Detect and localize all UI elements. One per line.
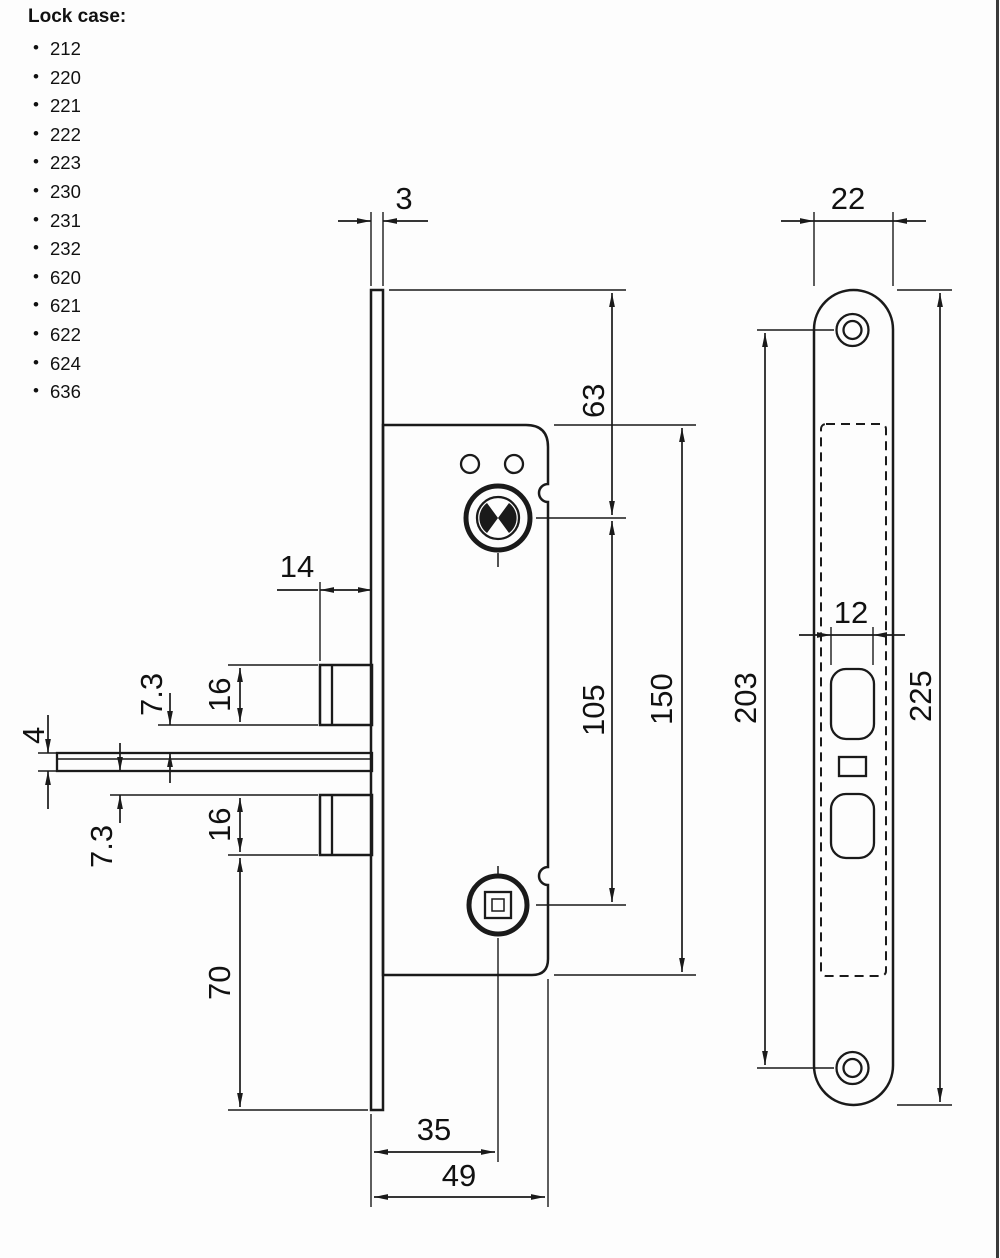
lock-case-item: 636 — [28, 377, 126, 407]
lock-case-item: 222 — [28, 120, 126, 150]
auxiliary-bar-body — [55, 751, 374, 773]
dim-text-plate-width: 22 — [831, 181, 865, 216]
dim-text-gap-lower: 7.3 — [84, 825, 119, 868]
small-hole-right — [503, 453, 525, 475]
lock-case-list-title: Lock case: — [28, 6, 127, 27]
screw-hole-bottom — [835, 1050, 870, 1086]
dim-text-latch-height-upper: 16 — [202, 678, 237, 712]
dim-latch-height-upper: 16 — [158, 664, 318, 726]
front-view: 22 12 203 2 — [728, 181, 952, 1107]
cylinder-hole — [463, 483, 533, 567]
cylinder-cam-profile — [479, 503, 517, 533]
dim-text-top-to-cylinder: 63 — [576, 384, 611, 418]
latch-lower-body — [318, 793, 374, 857]
dim-screw-hole-centers: 203 — [728, 329, 834, 1069]
dim-text-latch-height-lower: 16 — [202, 808, 237, 842]
screw-hole-top-outer — [835, 312, 870, 348]
dim-faceplate-thickness: 3 — [338, 181, 428, 286]
lock-case-item: 212 — [28, 34, 126, 64]
side-view: 3 63 105 150 — [16, 181, 696, 1207]
dim-text-screw-hole-centers: 203 — [728, 672, 763, 724]
dim-latch-throw: 14 — [277, 549, 372, 661]
deadbolt-cutout — [829, 792, 876, 860]
dim-case-depth: 49 — [374, 979, 549, 1207]
lock-case-item: 622 — [28, 320, 126, 350]
dim-text-case-depth: 49 — [442, 1158, 476, 1193]
screw-hole-top — [835, 312, 870, 348]
dim-text-case-height: 150 — [644, 673, 679, 725]
lock-case-item: 221 — [28, 91, 126, 121]
lock-case-item: 223 — [28, 148, 126, 178]
lock-case-list: Lock case: 212 220 221 222 223 230 231 2… — [28, 6, 126, 407]
lock-case-item: 230 — [28, 177, 126, 207]
faceplate-front — [812, 288, 895, 1107]
dim-top-to-cylinder: 63 — [389, 289, 626, 519]
dim-plate-height: 225 — [897, 289, 952, 1106]
lock-case-item: 220 — [28, 63, 126, 93]
latch-bolt-upper — [318, 663, 374, 727]
screw-hole-bottom-outer — [835, 1050, 870, 1086]
dim-text-latch-throw: 14 — [280, 549, 314, 584]
dim-text-gap-upper: 7.3 — [134, 673, 169, 716]
small-hole-left — [459, 453, 481, 475]
dim-text-plate-height: 225 — [903, 670, 938, 722]
dim-text-cylinder-to-spindle: 105 — [576, 684, 611, 736]
dim-gap-upper: 7.3 — [134, 673, 173, 783]
lock-case-item: 620 — [28, 263, 126, 293]
dim-backset: 35 — [370, 938, 499, 1207]
spindle-hole — [466, 866, 530, 937]
lock-case-items: 212 220 221 222 223 230 231 232 620 621 … — [28, 34, 126, 407]
dim-text-spindle-to-plate-bottom: 70 — [202, 966, 237, 1000]
cylinder-inner-ring — [475, 495, 521, 541]
dim-text-faceplate-thickness: 3 — [395, 181, 412, 216]
lock-case-item: 231 — [28, 206, 126, 236]
screw-hole-bottom-inner — [842, 1057, 863, 1079]
auxiliary-bar — [55, 751, 374, 773]
dim-text-backset: 35 — [417, 1112, 451, 1147]
dim-bar-thickness: 4 — [16, 715, 57, 809]
latch-bolt-lower — [318, 793, 374, 857]
dim-text-cutout-width: 12 — [834, 595, 868, 630]
dim-spindle-to-plate-bottom: 70 — [202, 858, 368, 1111]
dim-text-bar-thickness: 4 — [16, 727, 51, 744]
lock-case-item: 232 — [28, 234, 126, 264]
dim-case-height: 150 — [554, 424, 696, 976]
lock-case-item: 621 — [28, 291, 126, 321]
lock-body-outline — [381, 423, 550, 977]
spindle-outer-ring — [466, 873, 530, 937]
cylinder-outer-ring — [463, 483, 533, 553]
dim-plate-width: 22 — [781, 181, 926, 286]
spindle-inner-square — [491, 898, 505, 912]
latch-upper-body — [318, 663, 374, 727]
auxiliary-slot — [837, 755, 868, 778]
spindle-square — [483, 890, 513, 920]
screw-hole-top-inner — [842, 319, 863, 341]
latch-cutout — [829, 667, 876, 741]
dim-cutout-width: 12 — [799, 595, 905, 665]
dim-gap-lower: 7.3 — [84, 743, 318, 868]
lock-case-item: 624 — [28, 349, 126, 379]
hidden-body-outline — [820, 423, 887, 977]
dim-latch-height-lower: 16 — [202, 798, 318, 856]
dim-cylinder-to-spindle: 105 — [536, 521, 626, 906]
